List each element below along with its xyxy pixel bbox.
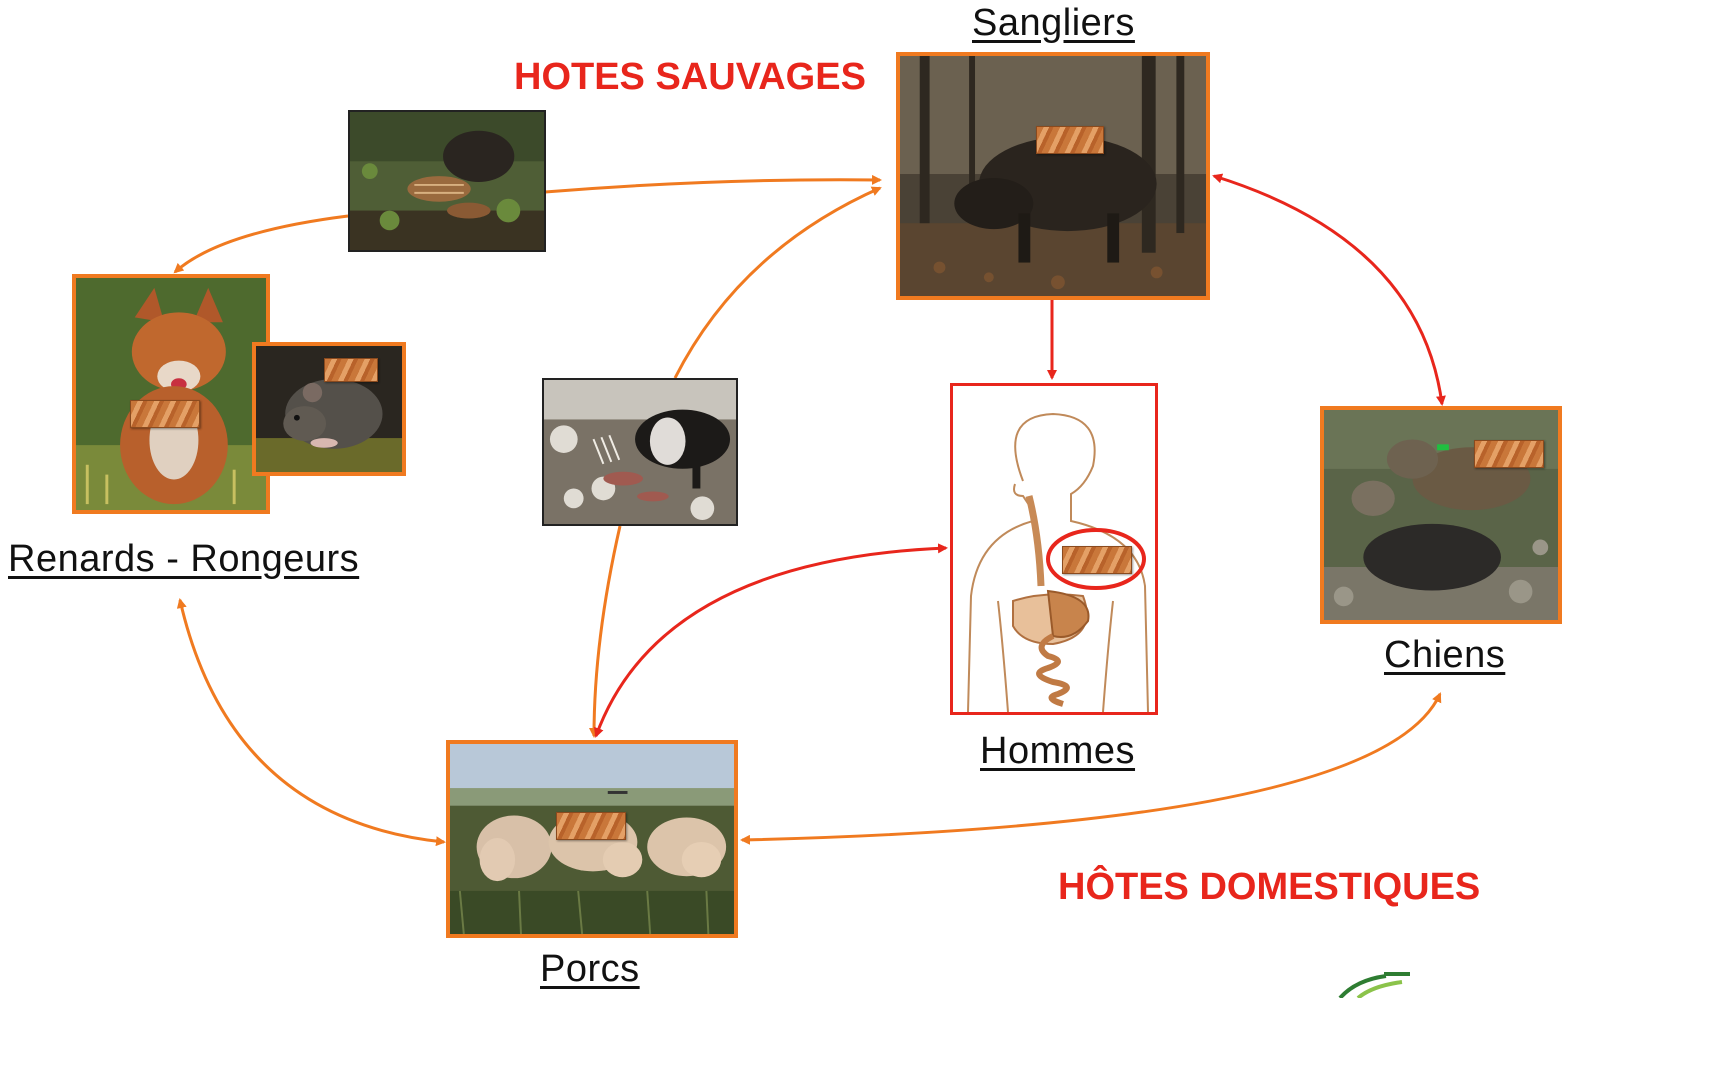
larva-icon-fox	[130, 400, 200, 428]
arrow-porcs-chiens	[740, 692, 1442, 845]
pigs-photo	[446, 740, 738, 938]
larva-icon-rat	[324, 358, 378, 382]
wild-hosts-heading: HOTES SAUVAGES	[514, 56, 866, 98]
domestic-hosts-heading: HÔTES DOMESTIQUES	[1058, 866, 1481, 908]
larva-icon-pigs	[556, 812, 626, 840]
arrow-sangliers-chiens	[1212, 173, 1446, 406]
larva-icon-dog	[1474, 440, 1544, 468]
dogs-photo	[1320, 406, 1562, 624]
boar-photo	[896, 52, 1210, 300]
piglets-photo	[348, 110, 546, 252]
arrow-piglets-to-renards	[173, 214, 349, 274]
larva-icon-boar	[1036, 126, 1104, 154]
arrow-piglets-to-sangliers	[544, 174, 882, 194]
arrow-carcass-to-sangliers	[673, 186, 882, 379]
arrow-renards-porcs	[176, 598, 446, 847]
logo-icon	[1338, 972, 1410, 998]
highlight-circle	[1046, 528, 1146, 590]
arrow-porcs-hommes	[594, 543, 948, 738]
label-renards-rongeurs: Renards - Rongeurs	[8, 538, 360, 580]
label-porcs: Porcs	[540, 948, 640, 990]
pig-carcass-photo	[542, 378, 738, 526]
arrow-carcass-to-porcs	[589, 525, 622, 738]
label-chiens: Chiens	[1384, 634, 1506, 676]
larva-icon-human	[1062, 546, 1132, 574]
label-sangliers: Sangliers	[972, 2, 1135, 44]
fox-photo	[72, 274, 270, 514]
